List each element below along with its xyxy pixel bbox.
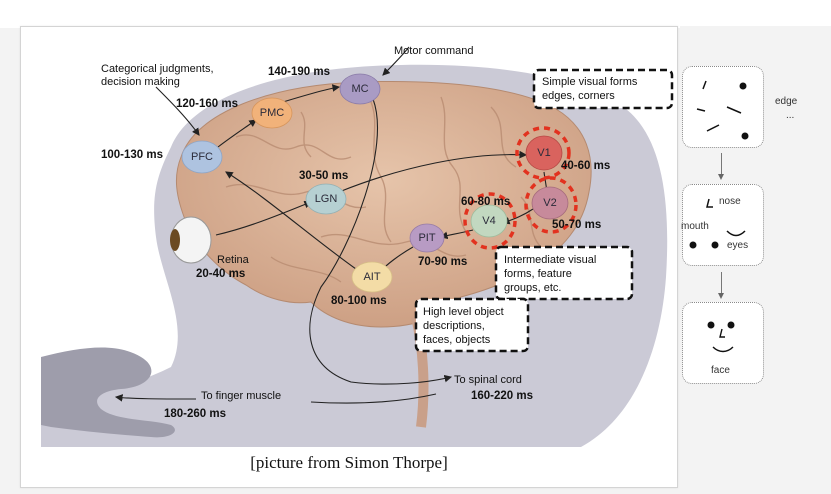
parts-icon (689, 198, 746, 249)
time-lgn: 30-50 ms (299, 170, 348, 182)
node-pit: PIT (409, 223, 445, 253)
figure-caption: [picture from Simon Thorpe] (250, 453, 448, 472)
time-pmc: 120-160 ms (176, 98, 238, 110)
edges-card (682, 66, 764, 148)
note-finger: To finger muscle (201, 390, 281, 402)
time-retina: 20-40 ms (196, 268, 245, 280)
node-v4-label: V4 (482, 215, 495, 227)
callout-intermediate-2: forms, feature (504, 268, 572, 280)
callout-simple-1: Simple visual forms (542, 76, 638, 88)
note-spinal: To spinal cord (454, 374, 522, 386)
time-v4: 60-80 ms (461, 196, 510, 208)
time-v2: 50-70 ms (552, 219, 601, 231)
highlight-v1 (515, 126, 571, 180)
arrow-edges-to-parts (718, 153, 724, 180)
eye-icon (170, 216, 212, 264)
time-v1: 40-60 ms (561, 160, 610, 172)
edges-ellipsis: ... (786, 110, 795, 121)
time-mc: 140-190 ms (268, 66, 330, 78)
node-mc-label: MC (351, 83, 368, 95)
edges-label: edge (775, 96, 798, 107)
note-retina: Retina (217, 254, 250, 266)
brain-sulci (225, 96, 542, 283)
time-pit: 70-90 ms (418, 256, 467, 268)
face-card: face (682, 302, 764, 384)
callout-intermediate-1: Intermediate visual (504, 254, 596, 266)
highlight-circles (463, 126, 578, 250)
eyes-label: eyes (727, 240, 749, 251)
edges-icon (696, 80, 749, 140)
time-spinal: 160-220 ms (471, 390, 533, 402)
time-pfc: 100-130 ms (101, 149, 163, 161)
top-bar (0, 0, 831, 28)
node-v2-label: V2 (543, 197, 556, 209)
arrow-parts-to-face (718, 272, 724, 299)
node-pmc: PMC (251, 97, 293, 129)
note-motor: Motor command (394, 45, 473, 57)
node-v2: V2 (531, 186, 569, 220)
feature-hierarchy-panel: edge ... nose mouth eyes face (680, 26, 831, 494)
callout-simple-forms: Simple visual forms edges, corners (532, 68, 674, 110)
node-lgn: LGN (305, 183, 347, 215)
callout-intermediate: Intermediate visual forms, feature group… (494, 245, 634, 301)
time-ait: 80-100 ms (331, 295, 387, 307)
callout-simple-2: edges, corners (542, 90, 615, 102)
node-mc: MC (339, 73, 381, 105)
face-icon (707, 321, 735, 353)
note-categorical-1: Categorical judgments, (101, 63, 214, 75)
callout-high-3: faces, objects (423, 334, 491, 346)
parts-card: nose mouth eyes (681, 184, 764, 266)
node-v1: V1 (525, 135, 563, 171)
node-v4: V4 (470, 204, 508, 238)
mouth-label: mouth (681, 221, 709, 232)
nose-label: nose (719, 196, 741, 207)
callout-high-level: High level object descriptions, faces, o… (414, 297, 530, 353)
brain-diagram: PFC PMC MC LGN V1 V2 V4 PIT (41, 45, 674, 447)
callout-intermediate-3: groups, etc. (504, 282, 561, 294)
time-finger: 180-260 ms (164, 408, 226, 420)
node-pfc-label: PFC (191, 151, 213, 163)
highlight-v4 (463, 192, 517, 250)
highlight-v2 (524, 176, 578, 234)
node-ait-label: AIT (363, 271, 380, 283)
node-pfc: PFC (181, 140, 223, 174)
node-pit-label: PIT (418, 232, 435, 244)
node-lgn-label: LGN (315, 193, 338, 205)
note-categorical-2: decision making (101, 76, 180, 88)
callout-high-1: High level object (423, 306, 504, 318)
arm-silhouette (41, 347, 175, 438)
node-v1-label: V1 (537, 147, 550, 159)
callout-high-2: descriptions, (423, 320, 485, 332)
node-pmc-label: PMC (260, 107, 285, 119)
face-label: face (711, 365, 730, 376)
node-ait: AIT (351, 261, 393, 293)
slide-panel: PFC PMC MC LGN V1 V2 V4 PIT (20, 26, 678, 488)
